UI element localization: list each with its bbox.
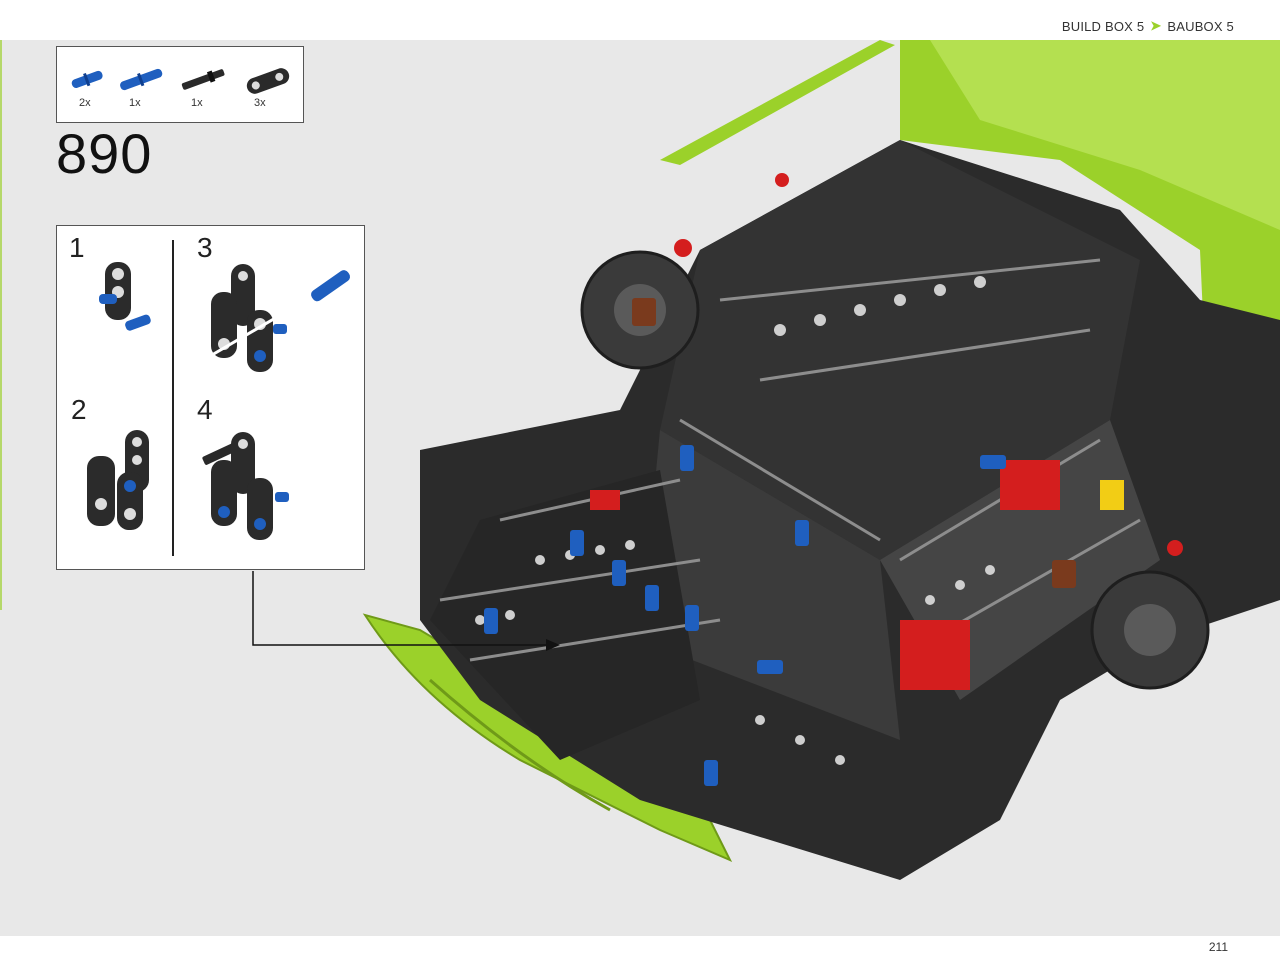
step-number: 890 — [56, 122, 153, 185]
lime-bar — [660, 40, 895, 165]
front-frame — [640, 430, 900, 740]
beam-holes — [475, 276, 995, 765]
red-pin-head-top — [775, 173, 789, 187]
part-item: 1x — [117, 67, 167, 109]
red-connector — [900, 620, 970, 690]
part-quantity: 3x — [254, 97, 266, 109]
baubox-label: BAUBOX 5 — [1167, 18, 1234, 34]
red-pin-head — [674, 239, 692, 257]
substep-label: 4 — [197, 394, 213, 425]
parts-list: 2x 1x 1x — [56, 46, 304, 123]
blue-axle-pin-icon — [120, 68, 163, 91]
brown-gears — [632, 298, 1076, 588]
red-small-part — [590, 490, 620, 510]
part-quantity: 1x — [191, 97, 203, 109]
part-quantity: 1x — [129, 97, 141, 109]
upper-frame — [660, 140, 1140, 560]
build-box-header: BUILD BOX 5 ➤ BAUBOX 5 — [1062, 18, 1234, 34]
substep-divider — [172, 240, 174, 556]
yellow-part — [1100, 480, 1124, 510]
left-accent-bar — [0, 40, 2, 610]
substep-label: 3 — [197, 232, 213, 263]
part-item: 2x — [67, 67, 117, 109]
substep-4-illustration — [202, 432, 289, 540]
substep-label: 1 — [69, 232, 85, 263]
part-item: 1x — [179, 67, 229, 109]
page-number: 211 — [1208, 940, 1228, 954]
callout-arrowhead — [546, 639, 560, 651]
part-quantity: 2x — [79, 97, 91, 109]
build-box-label: BUILD BOX 5 — [1061, 18, 1145, 34]
fender-edge — [429, 678, 611, 812]
lime-top-panel — [930, 40, 1280, 230]
substep-2-illustration — [87, 430, 149, 530]
black-beam-connector-icon — [246, 68, 290, 94]
substeps-box: 1 2 3 4 — [56, 225, 365, 570]
callout-connector-line — [252, 571, 550, 646]
arrow-right-icon: ➤ — [1150, 18, 1162, 33]
right-hub — [1124, 604, 1176, 656]
red-suspension-part — [1000, 460, 1060, 510]
substep-label: 2 — [71, 394, 87, 425]
red-pin-head-right — [1167, 540, 1183, 556]
blue-friction-pin-icon — [71, 70, 103, 89]
substep-1-illustration — [99, 262, 151, 331]
part-item: 3x — [242, 67, 292, 109]
blue-pins — [484, 445, 1006, 786]
substep-3-illustration — [187, 264, 351, 372]
black-axle-icon — [181, 69, 225, 90]
